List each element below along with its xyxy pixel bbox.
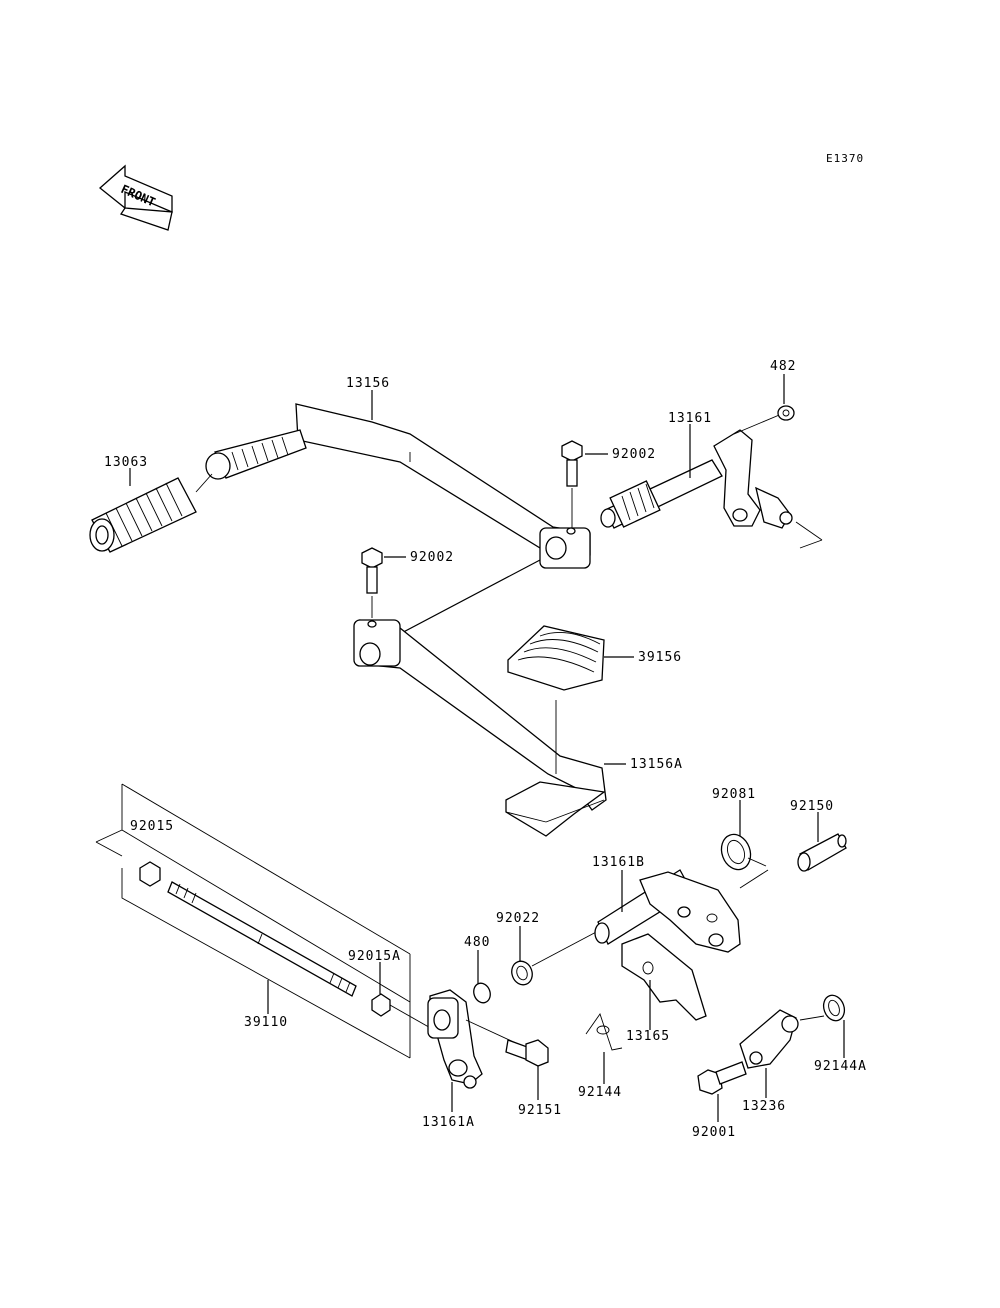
label-92002-mid: 92002: [410, 550, 454, 565]
label-13161A: 13161A: [422, 1115, 475, 1130]
label-92144A: 92144A: [814, 1059, 867, 1074]
label-480: 480: [464, 935, 490, 950]
shift-rubber-13063: [89, 473, 213, 553]
shift-lever-13161A: [427, 989, 519, 1089]
front-arrow-icon: FRONT: [98, 164, 173, 231]
pin-92150: [797, 833, 847, 872]
leader-line: [393, 559, 541, 638]
shift-shaft-13161B: [594, 869, 769, 953]
label-92022: 92022: [496, 911, 540, 926]
spring-92144: [585, 1013, 623, 1051]
label-13156A: 13156A: [630, 757, 683, 772]
label-13161B: 13161B: [592, 855, 645, 870]
label-13165: 13165: [626, 1029, 670, 1044]
label-92002-top: 92002: [612, 447, 656, 462]
part-labels: 13156 13063 482 13161 92002 92002 39156 …: [104, 359, 867, 1140]
diagram-code: E1370: [826, 152, 864, 165]
brake-pedal-13156A: [353, 619, 607, 837]
label-92151: 92151: [518, 1103, 562, 1118]
label-39110: 39110: [244, 1015, 288, 1030]
label-482: 482: [770, 359, 796, 374]
shift-pedal-13156: [205, 403, 591, 569]
label-92015A: 92015A: [348, 949, 401, 964]
arm-13236: [739, 1009, 799, 1069]
label-92001: 92001: [692, 1125, 736, 1140]
bolt-92002-top: [561, 440, 583, 528]
nut-92015: [139, 861, 161, 887]
shift-shaft-13161: [600, 412, 823, 549]
tie-rod-bracket: [95, 783, 411, 1059]
label-92081: 92081: [712, 787, 756, 802]
label-39156: 39156: [638, 650, 682, 665]
label-13161: 13161: [668, 411, 712, 426]
washer-92022: [511, 929, 601, 986]
label-92150: 92150: [790, 799, 834, 814]
brake-pad-39156: [507, 625, 605, 691]
bolt-92151: [505, 1039, 549, 1067]
nut-92015A: [371, 993, 391, 1017]
label-92015: 92015: [130, 819, 174, 834]
label-13156: 13156: [346, 376, 390, 391]
tie-rod-39110: [167, 881, 357, 997]
spring-92081: [720, 833, 767, 871]
bolt-92001: [697, 1061, 747, 1095]
label-13063: 13063: [104, 455, 148, 470]
label-leaders: [129, 374, 845, 1122]
circlip-482: [777, 405, 795, 421]
plate-13165: [621, 933, 707, 1021]
label-13236: 13236: [742, 1099, 786, 1114]
circlip-480: [473, 982, 491, 1004]
label-92144: 92144: [578, 1085, 622, 1100]
spring-92144A: [799, 994, 846, 1022]
bolt-92002-mid: [361, 547, 383, 618]
